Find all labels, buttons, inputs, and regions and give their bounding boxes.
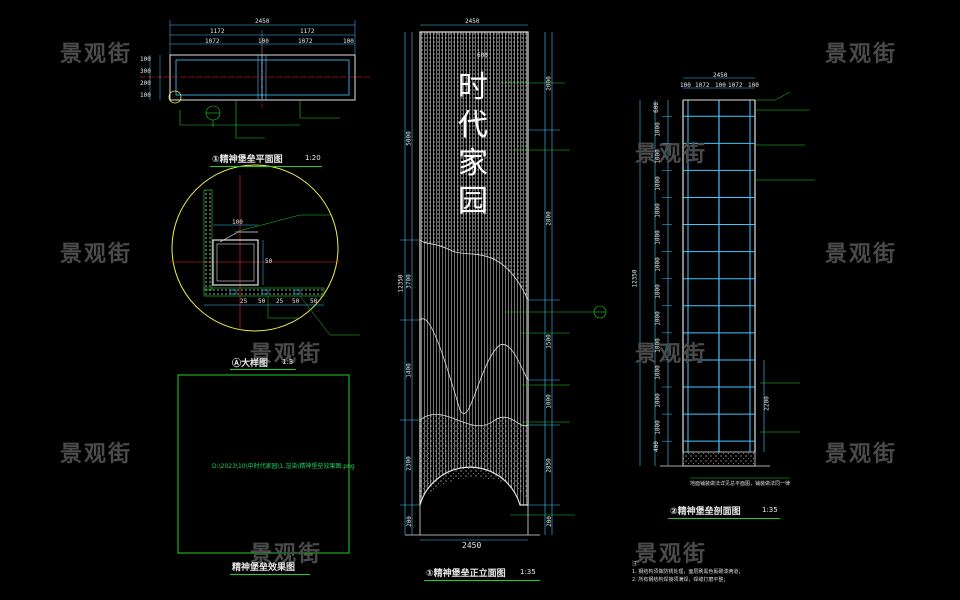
section-row-dim: 1000: [654, 203, 662, 218]
detail-dim-side: 100: [232, 219, 243, 226]
plan-dim-low: 1072: [298, 38, 313, 45]
plan-view: [140, 20, 370, 139]
elevation-character: 时: [458, 70, 488, 105]
plan-title: ①精神堡垒平面图: [212, 155, 283, 165]
section-top-dim: 2450: [713, 72, 728, 79]
detail-dim-bottom: 50: [258, 298, 266, 305]
plan-dim-low: 100: [343, 38, 354, 45]
section-scale: 1:35: [762, 506, 778, 514]
elevation-right-dim: 2000: [545, 76, 553, 91]
plan-dim-total: 2450: [255, 18, 270, 25]
detail-scale: 1:3: [282, 358, 294, 366]
elevation-top-dim: 2450: [465, 18, 480, 25]
elevation-character: 家: [458, 146, 488, 181]
section-row-dim: 1000: [654, 122, 662, 137]
section-row-dim: 1000: [654, 149, 662, 164]
plan-dim-side: 200: [140, 80, 151, 87]
plan-title-underline: [210, 166, 322, 167]
elevation-left-dim: 1400: [405, 363, 413, 378]
elevation-left-total: 12350: [397, 274, 405, 293]
notes-line: 2. 所有钢结构焊接须满焊，焊缝打磨平整；: [632, 577, 729, 583]
section-row-dim: 1000: [654, 365, 662, 381]
detail-view: [170, 164, 360, 336]
plan-dim-mid-left: 1172: [210, 28, 225, 35]
section-top-sub: 100: [748, 82, 759, 89]
front-elevation: [400, 24, 607, 541]
watermark-text: 景观街: [60, 42, 133, 67]
elevation-title: ①精神堡垒正立面图: [426, 569, 506, 579]
section-row-dim: 1000: [654, 257, 662, 272]
elevation-character: 代: [458, 108, 488, 143]
elevation-scale: 1:35: [520, 568, 536, 576]
section-row-dim: 1000: [654, 230, 662, 245]
elevation-right-dim: 1500: [545, 334, 553, 349]
section-row-dim: 600: [652, 102, 660, 114]
elevation-left-dim: 3700: [405, 274, 413, 289]
section-base-note: 地面铺装做法详见总平面图，铺装做法同一律: [690, 481, 791, 487]
render-title: 精神堡垒效果图: [232, 563, 296, 573]
section-title: ②精神堡垒剖面图: [670, 507, 741, 517]
watermark-text: 景观街: [60, 442, 133, 467]
watermark-text: 景观街: [825, 42, 898, 67]
detail-title: Ⓐ大样图: [232, 359, 269, 369]
detail-dim-bottom: 50: [310, 298, 318, 305]
elevation-char-dim: 600: [477, 52, 488, 59]
section-top-sub: 100: [680, 82, 691, 89]
notes-line: 1. 钢结构须做防锈处理，面层刷黑色氟碳漆两道；: [632, 569, 744, 575]
detail-title-underline: [230, 369, 296, 370]
watermark-text: 景观街: [250, 342, 323, 367]
elevation-left-dim: 5000: [405, 131, 413, 146]
elevation-right-dim: 1000: [545, 394, 553, 409]
watermark-text: 景观街: [60, 242, 133, 267]
section-top-sub: 1072: [695, 82, 710, 89]
section-row-dim: 1000: [654, 419, 662, 435]
plan-dim-low: 100: [258, 38, 269, 45]
render-title-underline: [230, 574, 310, 575]
elevation-left-dim: 2300: [405, 456, 413, 471]
plan-dim-mid-right: 1172: [300, 28, 315, 35]
plan-dim-side: 300: [140, 68, 151, 75]
plan-dim-side: 100: [140, 92, 151, 99]
section-row-dim: 1000: [654, 176, 662, 191]
watermark-text: 景观街: [250, 542, 323, 567]
plan-dim-side: 100: [140, 56, 151, 63]
plan-scale: 1:20: [305, 154, 321, 162]
detail-dim-bottom: 50: [292, 298, 300, 305]
render-frame: [177, 374, 350, 554]
section-row-dim: 1000: [654, 338, 662, 354]
watermark-text: 景观街: [825, 242, 898, 267]
section-view: [639, 77, 815, 479]
elevation-character: 园: [458, 184, 488, 219]
render-file-path: D:\2023\10\中时代家园\1.渲染\精神堡垒效果图.png: [212, 463, 355, 470]
watermark-text: 景观街: [635, 542, 708, 567]
elevation-title-underline: [424, 580, 540, 581]
watermark-text: 景观街: [825, 442, 898, 467]
notes-heading: 注：: [632, 561, 643, 567]
section-top-sub: 100: [715, 82, 726, 89]
section-title-underline: [668, 518, 780, 519]
detail-dim-bottom: 25: [240, 298, 248, 305]
section-row-dim: 400: [652, 440, 660, 452]
detail-dim-side: 50: [265, 258, 273, 265]
plan-dim-low: 1072: [205, 38, 220, 45]
watermark-text: 景观街: [635, 342, 708, 367]
section-top-sub: 1072: [728, 82, 743, 89]
section-row-dim: 1000: [654, 284, 662, 299]
section-row-dim: 1000: [654, 311, 662, 327]
elevation-right-dim: 2850: [545, 458, 553, 473]
section-right-dim: 2200: [763, 396, 771, 411]
watermark-text: 景观街: [635, 142, 708, 167]
detail-dim-bottom: 25: [276, 298, 284, 305]
section-row-dim: 1000: [654, 392, 662, 408]
section-total-height: 12350: [631, 269, 639, 288]
elevation-right-dim: 200: [545, 516, 553, 527]
elevation-bottom-dim: 2450: [462, 541, 482, 550]
elevation-left-dim: 200: [405, 516, 413, 527]
section-row-lines: [662, 115, 755, 442]
elevation-right-dim: 2800: [545, 211, 553, 226]
